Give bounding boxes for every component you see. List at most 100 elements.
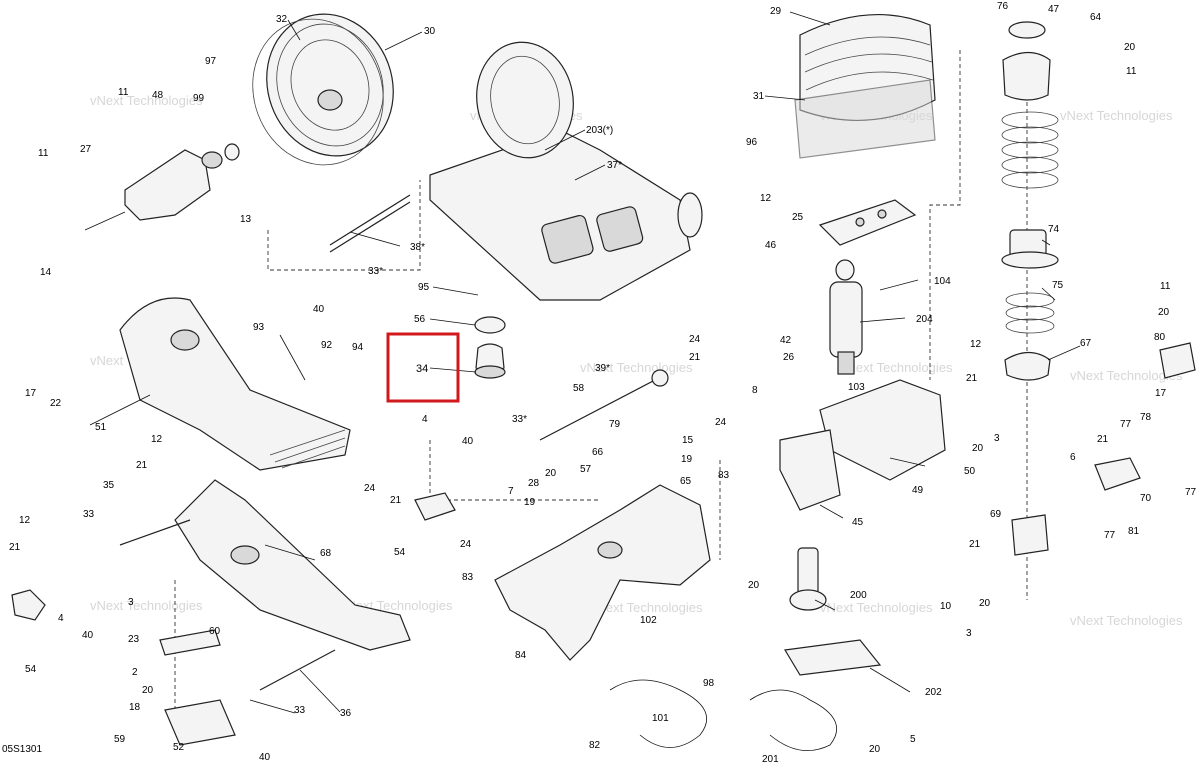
callout[interactable]: 202 [925, 687, 942, 698]
callout[interactable]: 21 [136, 460, 148, 471]
callout[interactable]: 8 [752, 385, 758, 396]
callout[interactable]: 94 [352, 342, 364, 353]
callout[interactable]: 57 [580, 464, 592, 475]
callout[interactable]: 64 [1090, 12, 1102, 23]
callout[interactable]: 47 [1048, 4, 1060, 15]
callout[interactable]: 93 [253, 322, 265, 333]
callout[interactable]: 11 [118, 87, 129, 98]
callout[interactable]: 20 [972, 443, 984, 454]
callout[interactable]: 3 [966, 628, 972, 639]
callout[interactable]: 23 [128, 634, 140, 645]
callout[interactable]: 40 [313, 304, 325, 315]
callout[interactable]: 46 [765, 240, 777, 251]
callout[interactable]: 95 [418, 282, 430, 293]
callout[interactable]: 78 [1140, 412, 1152, 423]
callout[interactable]: 11 [1126, 66, 1137, 77]
callout[interactable]: 17 [1155, 388, 1167, 399]
callout[interactable]: 82 [589, 740, 601, 751]
callout[interactable]: 35 [103, 480, 115, 491]
callout[interactable]: 40 [259, 752, 271, 763]
callout[interactable]: 68 [320, 548, 332, 559]
callout[interactable]: 98 [703, 678, 715, 689]
callout[interactable]: 31 [753, 91, 765, 102]
callout[interactable]: 37* [607, 160, 622, 171]
callout[interactable]: 48 [152, 90, 164, 101]
callout[interactable]: 19 [681, 454, 693, 465]
callout[interactable]: 17 [25, 388, 37, 399]
callout[interactable]: 97 [205, 56, 217, 67]
callout[interactable]: 30 [424, 26, 436, 37]
callout[interactable]: 58 [573, 383, 585, 394]
callout[interactable]: 29 [770, 6, 782, 17]
callout[interactable]: 51 [95, 422, 107, 433]
callout[interactable]: 83 [718, 470, 730, 481]
callout[interactable]: 12 [19, 515, 31, 526]
callout[interactable]: 33* [368, 266, 383, 277]
callout[interactable]: 19 [524, 497, 536, 508]
callout[interactable]: 22 [50, 398, 62, 409]
callout[interactable]: 28 [528, 478, 540, 489]
callout[interactable]: 42 [780, 335, 792, 346]
callout[interactable]: 21 [966, 373, 978, 384]
callout[interactable]: 81 [1128, 526, 1140, 537]
callout[interactable]: 3 [994, 433, 1000, 444]
callout[interactable]: 24 [689, 334, 701, 345]
callout[interactable]: 20 [979, 598, 991, 609]
callout[interactable]: 49 [912, 485, 924, 496]
callout[interactable]: 20 [869, 744, 881, 755]
callout[interactable]: 6 [1070, 452, 1076, 463]
callout[interactable]: 76 [997, 1, 1009, 12]
highlight-box[interactable]: 34 [386, 332, 460, 403]
callout[interactable]: 39* [595, 363, 610, 374]
callout[interactable]: 77 [1185, 487, 1197, 498]
callout[interactable]: 201 [762, 754, 779, 765]
callout[interactable]: 84 [515, 650, 527, 661]
callout[interactable]: 92 [321, 340, 333, 351]
callout[interactable]: 13 [240, 214, 252, 225]
callout[interactable]: 60 [209, 626, 221, 637]
callout[interactable]: 21 [1097, 434, 1109, 445]
callout[interactable]: 4 [422, 414, 428, 425]
callout[interactable]: 45 [852, 517, 864, 528]
callout[interactable]: 11 [38, 148, 49, 159]
callout[interactable]: 21 [689, 352, 701, 363]
callout[interactable]: 24 [460, 539, 472, 550]
callout[interactable]: 38* [410, 242, 425, 253]
callout[interactable]: 99 [193, 93, 205, 104]
callout[interactable]: 26 [783, 352, 795, 363]
callout[interactable]: 66 [592, 447, 604, 458]
callout[interactable]: 79 [609, 419, 621, 430]
callout[interactable]: 24 [715, 417, 727, 428]
callout[interactable]: 33* [512, 414, 527, 425]
callout[interactable]: 104 [934, 276, 951, 287]
callout[interactable]: 83 [462, 572, 474, 583]
callout[interactable]: 203(*) [586, 125, 613, 136]
callout[interactable]: 25 [792, 212, 804, 223]
callout[interactable]: 200 [850, 590, 867, 601]
callout[interactable]: 36 [340, 708, 352, 719]
callout[interactable]: 74 [1048, 224, 1060, 235]
callout[interactable]: 77 [1120, 419, 1132, 430]
callout[interactable]: 102 [640, 615, 657, 626]
callout[interactable]: 12 [970, 339, 982, 350]
callout[interactable]: 20 [1158, 307, 1170, 318]
callout[interactable]: 33 [294, 705, 306, 716]
callout[interactable]: 32 [276, 14, 288, 25]
callout[interactable]: 54 [25, 664, 37, 675]
callout[interactable]: 75 [1052, 280, 1064, 291]
callout[interactable]: 65 [680, 476, 692, 487]
callout[interactable]: 77 [1104, 530, 1116, 541]
callout[interactable]: 20 [142, 685, 154, 696]
callout[interactable]: 27 [80, 144, 92, 155]
callout[interactable]: 21 [969, 539, 981, 550]
callout[interactable]: 7 [508, 486, 514, 497]
callout[interactable]: 80 [1154, 332, 1166, 343]
callout[interactable]: 5 [910, 734, 916, 745]
callout[interactable]: 15 [682, 435, 694, 446]
callout[interactable]: 12 [760, 193, 772, 204]
callout[interactable]: 40 [462, 436, 474, 447]
callout[interactable]: 52 [173, 742, 185, 753]
callout[interactable]: 103 [848, 382, 865, 393]
callout[interactable]: 33 [83, 509, 95, 520]
callout[interactable]: 2 [132, 667, 138, 678]
